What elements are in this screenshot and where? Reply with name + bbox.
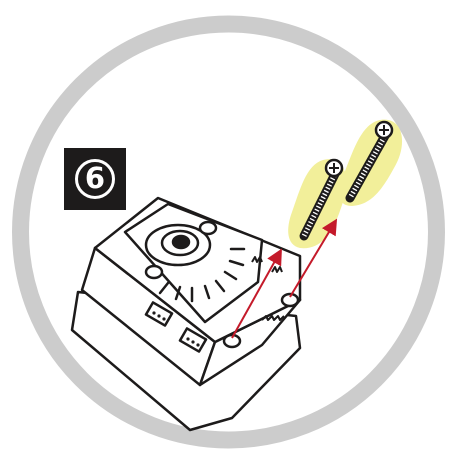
step-number: 6 [64,148,126,210]
step-badge: 6 [64,148,126,210]
